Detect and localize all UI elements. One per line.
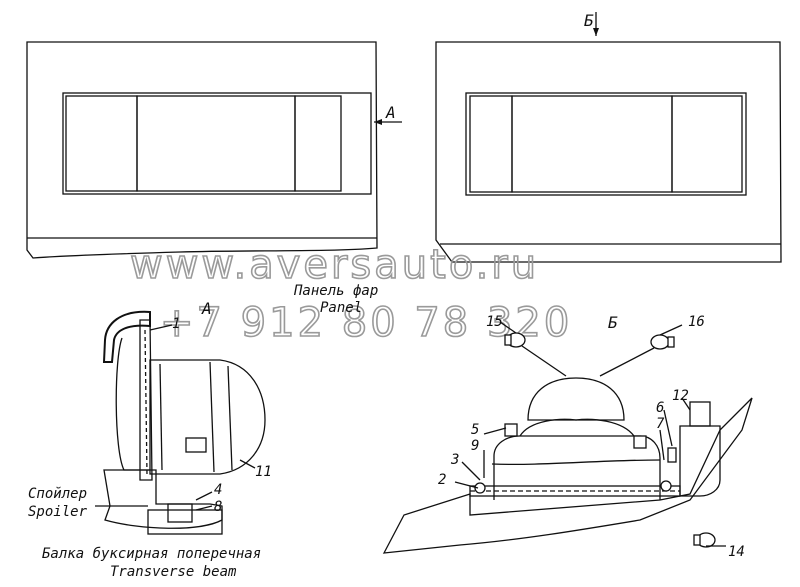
panel-label-en: Panel — [320, 300, 362, 316]
spoiler-label-ru: Спойлер — [28, 486, 87, 502]
callout-3: 3 — [450, 452, 459, 468]
panel-left-view — [26, 41, 378, 259]
panel-label-ru: Панель фар — [293, 283, 378, 299]
callout-15: 15 — [486, 314, 503, 330]
view-a-drawing: A — [95, 299, 266, 535]
bulb-14 — [693, 532, 716, 548]
callout-2: 2 — [438, 472, 446, 488]
panel-right-view — [435, 41, 782, 263]
view-a-title: A — [201, 299, 212, 318]
beam-label-en: Transverse beam — [110, 564, 237, 580]
callout-4: 4 — [214, 482, 222, 498]
spoiler-label-en: Spoiler — [28, 504, 88, 520]
callout-12: 12 — [672, 388, 689, 404]
callout-6: 6 — [656, 400, 664, 416]
view-b-arrow: Б — [584, 11, 599, 36]
callout-5: 5 — [471, 422, 479, 438]
callout-14: 14 — [728, 544, 745, 560]
view-a-leaders — [149, 324, 256, 511]
view-b-arrow-label: Б — [584, 11, 594, 30]
callout-8: 8 — [214, 499, 222, 515]
view-a-arrow: A — [374, 103, 402, 125]
watermark: www.aversauto.ru +7 912 80 78 320 — [129, 241, 570, 347]
view-b-title: Б — [608, 313, 618, 332]
view-b-leaders — [454, 321, 726, 547]
callout-11: 11 — [255, 464, 272, 480]
callout-1: 1 — [172, 316, 180, 332]
callout-9: 9 — [471, 438, 479, 454]
callout-7: 7 — [656, 416, 665, 432]
beam-label-ru: Балка буксирная поперечная — [42, 546, 261, 562]
watermark-site: www.aversauto.ru — [130, 242, 539, 288]
view-a-arrow-label: A — [385, 103, 396, 122]
bulb-15 — [504, 332, 526, 348]
callout-16: 16 — [688, 314, 705, 330]
bulb-16 — [650, 334, 675, 350]
view-b-drawing: Б — [382, 313, 753, 554]
